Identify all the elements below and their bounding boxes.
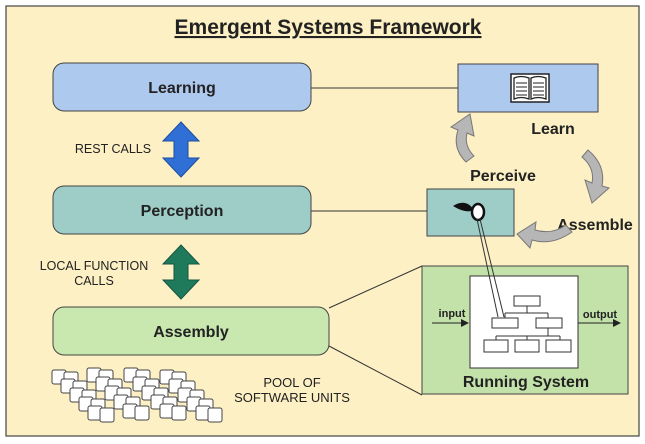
rest-calls-label: REST CALLS bbox=[75, 142, 151, 156]
local-calls-label-line2: CALLS bbox=[74, 274, 114, 288]
component-tree bbox=[483, 295, 572, 353]
learning-layer-label: Learning bbox=[148, 80, 216, 97]
input-label: input bbox=[439, 308, 466, 320]
diagram-title: Emergent Systems Framework bbox=[175, 16, 482, 39]
assembly-connector-line-top bbox=[328, 265, 423, 309]
learn-label: Learn bbox=[531, 121, 575, 138]
local-calls-double-arrow-icon bbox=[161, 244, 201, 300]
assembly-layer-box bbox=[52, 306, 330, 356]
cycle-arrow-up-left-icon bbox=[449, 113, 475, 163]
assemble-label: Assemble bbox=[557, 217, 633, 234]
software-unit-tile bbox=[171, 405, 187, 421]
running-system-title: Running System bbox=[463, 374, 589, 391]
cycle-arrow-left-icon bbox=[516, 221, 573, 250]
learning-layer-box bbox=[52, 62, 312, 112]
cycle-arrow-down-right-icon bbox=[581, 149, 611, 204]
perceive-box bbox=[426, 188, 515, 237]
perceive-label: Perceive bbox=[470, 168, 536, 185]
magnifier-icon bbox=[453, 202, 486, 222]
book-icon bbox=[510, 73, 550, 103]
perceive-link-line-1 bbox=[476, 218, 499, 318]
assembly-layer-label: Assembly bbox=[153, 324, 229, 341]
software-unit-tile bbox=[207, 407, 223, 423]
local-calls-label-line1: LOCAL FUNCTION bbox=[40, 259, 149, 273]
pool-label-line1: POOL OF bbox=[263, 375, 320, 390]
software-unit-tile bbox=[99, 407, 115, 423]
software-units-pool bbox=[51, 367, 223, 423]
rest-calls-double-arrow-icon bbox=[161, 121, 201, 178]
perception-layer-label: Perception bbox=[141, 203, 224, 220]
perceive-link-line-2 bbox=[479, 218, 505, 318]
pool-label-line2: SOFTWARE UNITS bbox=[234, 390, 350, 405]
perception-layer-box bbox=[52, 185, 312, 235]
software-unit-tile bbox=[134, 405, 150, 421]
assembly-connector-line-bottom bbox=[328, 345, 423, 396]
output-label: output bbox=[583, 309, 618, 321]
